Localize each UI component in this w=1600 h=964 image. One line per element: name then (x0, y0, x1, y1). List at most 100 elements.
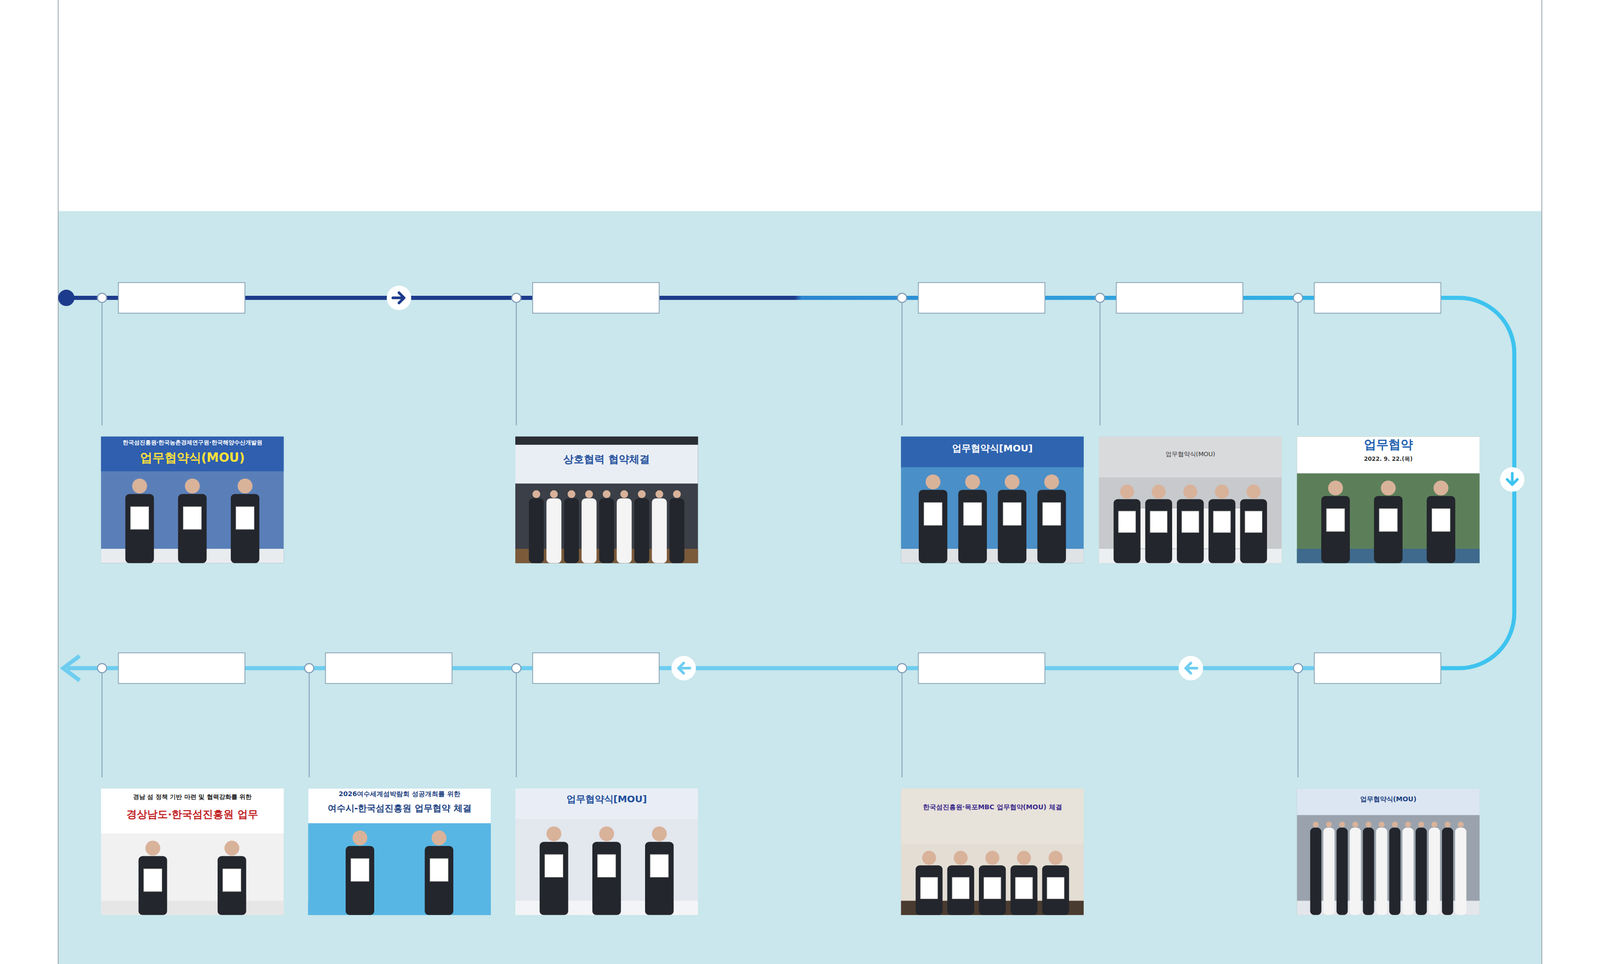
timeline-stop (897, 293, 907, 303)
person-body (564, 498, 580, 564)
person-figure (1037, 474, 1066, 563)
leader-line (515, 302, 517, 426)
person-figure (958, 474, 987, 563)
banner-text: 2026여수세계섬박람회 성공개최를 위한 (312, 789, 487, 798)
person-head (985, 850, 1000, 865)
person-figure (1113, 484, 1141, 564)
person-figure (616, 490, 632, 564)
person-figure (546, 490, 562, 564)
person-figure (915, 850, 943, 915)
photo-banner (307, 788, 491, 824)
person-head (1380, 480, 1396, 496)
timeline-stop (511, 293, 521, 303)
person-head (1433, 480, 1449, 496)
person-body (958, 489, 987, 564)
person-body (539, 841, 569, 915)
person-figure (1402, 821, 1414, 915)
person-figure (1428, 821, 1441, 915)
event-photo (1296, 436, 1480, 563)
event-photo (900, 788, 1084, 915)
person-head (1044, 474, 1060, 490)
person-head (1214, 484, 1230, 499)
event-photo (1098, 436, 1282, 563)
person-figure (1426, 480, 1456, 563)
person-head (1016, 850, 1032, 865)
banner-text: 경남 섬 정책 기반 마련 및 협력강화를 위한 (105, 793, 280, 801)
person-head (567, 490, 576, 499)
person-body (1240, 498, 1268, 563)
agreement-document (1042, 502, 1061, 526)
person-body (1426, 496, 1456, 564)
agreement-document (963, 502, 982, 526)
leader-line (101, 673, 103, 778)
person-body (1336, 827, 1348, 915)
person-head (655, 490, 664, 499)
agreement-document (952, 877, 970, 899)
person-body (1042, 865, 1070, 915)
timeline-stop (304, 663, 315, 673)
leader-line (1297, 673, 1299, 778)
photo-ground (1296, 436, 1480, 563)
photo-ground (307, 788, 491, 915)
date-box (918, 652, 1045, 684)
timeline-stop (1095, 293, 1105, 303)
arrow-badge (671, 655, 696, 681)
person-figure (1310, 821, 1322, 915)
person-head (1183, 484, 1198, 499)
photo-ceiling (515, 436, 698, 445)
person-head (237, 478, 253, 494)
person-figure (651, 490, 667, 564)
photo-floor (307, 900, 491, 915)
agreement-document (1245, 511, 1263, 533)
arrow-badge (1499, 467, 1525, 492)
person-figure (564, 490, 580, 564)
photo-banner (900, 788, 1084, 844)
person-body (1349, 827, 1362, 915)
banner-text: 한국섬진흥원·한국농촌경제연구원·한국해양수산개발원 (105, 439, 280, 447)
person-figure (599, 490, 615, 564)
timeline-line (67, 666, 1441, 671)
banner-text: 업무협약식(MOU) (105, 450, 280, 466)
agreement-document (1015, 877, 1033, 899)
person-figure (1442, 821, 1454, 915)
person-body (1363, 827, 1375, 915)
person-body (634, 498, 650, 564)
person-figure (669, 490, 685, 564)
person-figure (1349, 821, 1362, 915)
agreement-document (143, 868, 163, 892)
person-body (217, 856, 247, 915)
timeline-stop (511, 663, 521, 673)
photo-banner (515, 444, 698, 484)
person-head (1391, 821, 1398, 828)
person-figure (581, 490, 597, 564)
banner-text: 업무협약식(MOU) (1300, 795, 1476, 803)
photo-banner (900, 436, 1084, 467)
person-head (352, 830, 368, 846)
person-body (997, 489, 1027, 564)
leader-line (901, 673, 903, 778)
person-head (1458, 821, 1464, 828)
start-dot (58, 289, 75, 307)
person-body (592, 841, 622, 915)
person-figure (645, 826, 674, 915)
person-head (1312, 821, 1319, 828)
person-body (230, 493, 260, 563)
direction-arrow (1178, 655, 1204, 681)
agreement-document (1431, 508, 1451, 532)
person-body (651, 498, 667, 564)
person-figure (947, 850, 975, 915)
person-body (947, 865, 975, 915)
person-body (178, 493, 207, 563)
person-head (965, 474, 981, 490)
person-figure (345, 830, 375, 915)
photo-ground (101, 436, 284, 563)
banner-text: 업무협약식[MOU] (905, 442, 1080, 454)
date-box (1314, 652, 1441, 684)
agreement-document (1047, 877, 1065, 899)
date-box (532, 282, 660, 314)
person-head (1151, 484, 1166, 499)
end-arrowhead (63, 655, 80, 681)
person-figure (634, 490, 650, 564)
person-figure (424, 830, 454, 915)
timeline-stop (97, 663, 107, 673)
